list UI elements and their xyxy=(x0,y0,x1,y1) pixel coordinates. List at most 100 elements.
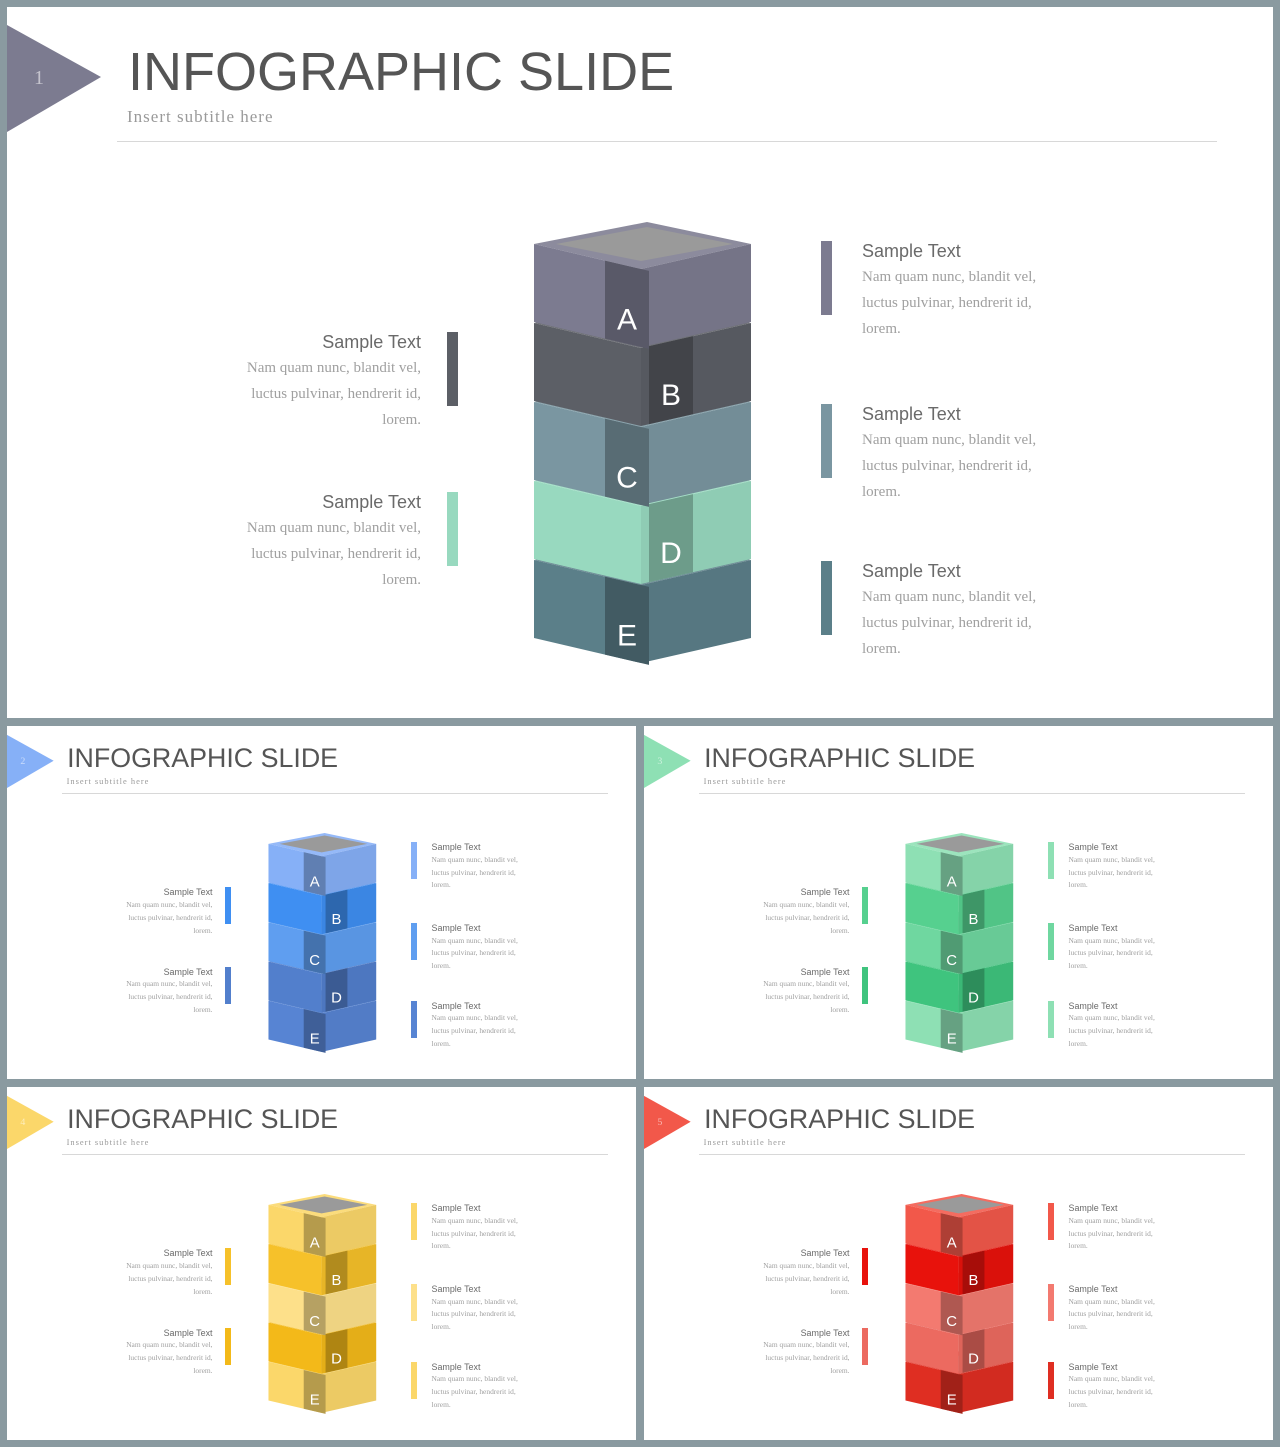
page-title: INFOGRAPHIC SLIDE xyxy=(128,42,675,102)
text-block-heading: Sample Text xyxy=(1068,842,1118,853)
box-label: E xyxy=(947,1392,957,1408)
box-label: C xyxy=(309,953,320,969)
page-title: INFOGRAPHIC SLIDE xyxy=(704,742,976,773)
box-label: D xyxy=(968,990,979,1006)
text-block-body: Nam quam nunc, blandit vel, luctus pulvi… xyxy=(126,1340,213,1376)
text-block-body: Nam quam nunc, blandit vel, luctus pulvi… xyxy=(431,854,518,890)
box-label: B xyxy=(969,912,979,928)
text-block-heading: Sample Text xyxy=(322,332,421,352)
text-block-body: Nam quam nunc, blandit vel, luctus pulvi… xyxy=(763,979,850,1015)
title-divider xyxy=(698,1153,1245,1155)
box-a: A xyxy=(534,222,751,349)
color-bar xyxy=(225,887,231,925)
box-a: A xyxy=(268,1193,377,1257)
text-block-body: Nam quam nunc, blandit vel, luctus pulvi… xyxy=(431,1374,518,1410)
color-bar xyxy=(862,966,868,1004)
box-label: B xyxy=(332,1273,342,1289)
box-label: A xyxy=(617,304,637,337)
slide-number: 2 xyxy=(20,755,26,767)
text-block-body: Nam quam nunc, blandit vel, luctus pulvi… xyxy=(431,1296,518,1332)
color-bar xyxy=(225,1248,231,1286)
text-block-heading: Sample Text xyxy=(862,561,961,581)
text-block-body: Nam quam nunc, blandit vel, luctus pulvi… xyxy=(126,899,213,935)
box-label: B xyxy=(332,912,342,928)
text-block-heading: Sample Text xyxy=(1068,1203,1118,1214)
box-label: C xyxy=(616,462,638,495)
slide-number: 4 xyxy=(20,1116,26,1128)
box-c: C xyxy=(905,1272,1014,1336)
slide-number: 3 xyxy=(657,755,663,767)
title-divider xyxy=(117,141,1217,142)
color-bar xyxy=(225,966,231,1004)
text-block-body: Nam quam nunc, blandit vel, luctus pulvi… xyxy=(763,899,850,935)
text-block-body: Nam quam nunc, blandit vel, luctus pulvi… xyxy=(431,1215,518,1251)
text-block-body: Nam quam nunc, blandit vel, luctus pulvi… xyxy=(246,520,421,588)
text-block-body: Nam quam nunc, blandit vel, luctus pulvi… xyxy=(1068,935,1155,971)
box-label: A xyxy=(310,874,320,890)
color-bar xyxy=(821,561,832,635)
text-block-body: Nam quam nunc, blandit vel, luctus pulvi… xyxy=(431,935,518,971)
text-block-heading: Sample Text xyxy=(431,1284,481,1295)
text-block-body: Nam quam nunc, blandit vel, luctus pulvi… xyxy=(862,269,1037,337)
color-bar xyxy=(821,241,832,315)
box-label: D xyxy=(331,990,342,1006)
color-bar xyxy=(1048,1203,1054,1240)
color-bar xyxy=(447,332,458,406)
text-block-body: Nam quam nunc, blandit vel, luctus pulvi… xyxy=(862,432,1037,500)
text-block-heading: Sample Text xyxy=(800,1248,850,1259)
text-block-heading: Sample Text xyxy=(1068,1362,1118,1373)
color-bar xyxy=(1048,923,1054,960)
title-divider xyxy=(61,1153,608,1155)
text-block-heading: Sample Text xyxy=(431,923,481,934)
text-block-heading: Sample Text xyxy=(800,966,850,977)
color-bar xyxy=(862,1248,868,1286)
color-bar xyxy=(1048,1284,1054,1321)
slide-number: 1 xyxy=(34,67,44,89)
color-bar xyxy=(411,842,417,879)
color-bar xyxy=(447,492,458,566)
box-label: C xyxy=(946,1314,957,1330)
text-block-heading: Sample Text xyxy=(1068,1284,1118,1295)
text-block-heading: Sample Text xyxy=(1068,1001,1118,1012)
text-block-body: Nam quam nunc, blandit vel, luctus pulvi… xyxy=(763,1260,850,1296)
color-bar xyxy=(225,1327,231,1365)
text-block-body: Nam quam nunc, blandit vel, luctus pulvi… xyxy=(1068,854,1155,890)
color-bar xyxy=(1048,1001,1054,1038)
color-bar xyxy=(1048,842,1054,879)
text-block-body: Nam quam nunc, blandit vel, luctus pulvi… xyxy=(126,979,213,1015)
box-a: A xyxy=(905,832,1014,896)
slide-number: 5 xyxy=(657,1116,663,1128)
page-subtitle: Insert subtitle here xyxy=(66,1136,150,1147)
text-block-heading: Sample Text xyxy=(322,492,421,512)
box-label: E xyxy=(310,1392,320,1408)
page-subtitle: Insert subtitle here xyxy=(127,107,274,126)
text-block-body: Nam quam nunc, blandit vel, luctus pulvi… xyxy=(1068,1013,1155,1049)
box-label: E xyxy=(947,1031,957,1047)
color-bar xyxy=(411,1001,417,1038)
color-bar xyxy=(411,1203,417,1240)
slide-number-triangle xyxy=(7,25,101,132)
page-title: INFOGRAPHIC SLIDE xyxy=(67,742,339,773)
color-bar xyxy=(411,1284,417,1321)
box-label: E xyxy=(617,620,637,653)
page-subtitle: Insert subtitle here xyxy=(66,775,150,786)
text-block-heading: Sample Text xyxy=(163,1327,213,1338)
text-block-body: Nam quam nunc, blandit vel, luctus pulvi… xyxy=(1068,1296,1155,1332)
slide-number-triangle xyxy=(7,734,54,789)
